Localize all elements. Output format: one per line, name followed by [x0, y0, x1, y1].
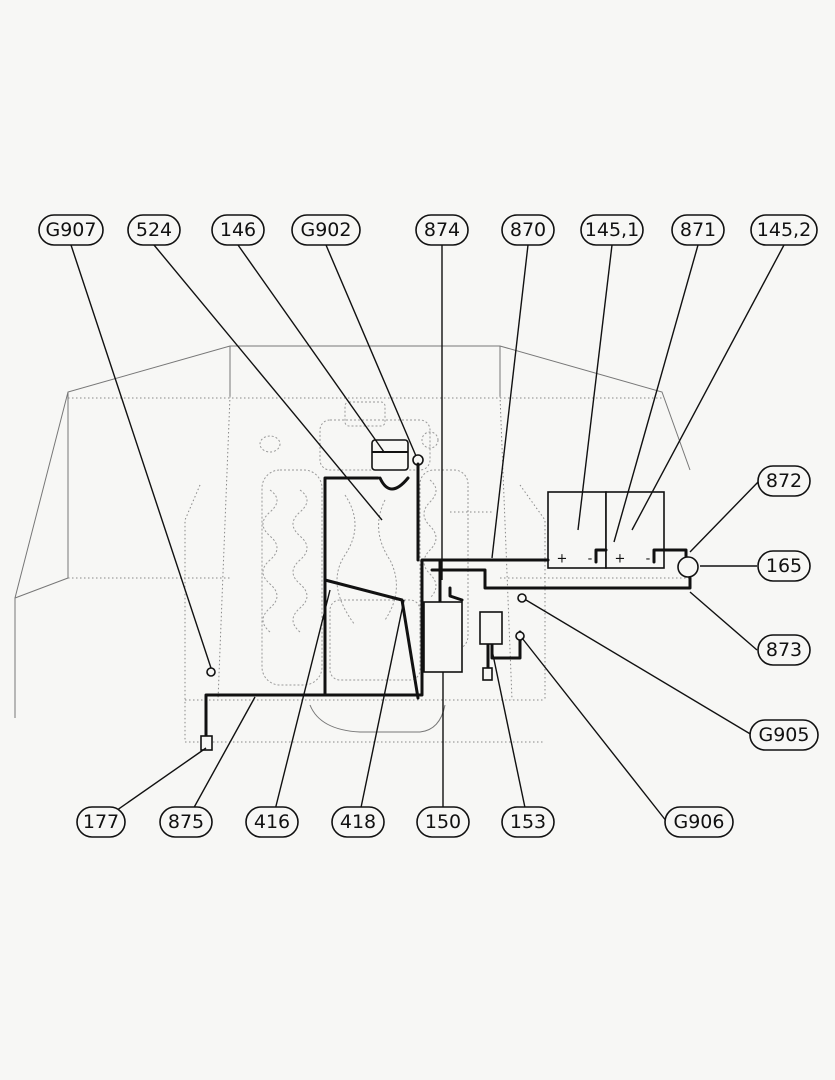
callout-177: 177: [76, 806, 126, 838]
callout-145-1: 145,1: [580, 214, 644, 246]
svg-text:875: 875: [168, 811, 204, 833]
svg-text:145,1: 145,1: [585, 219, 639, 241]
svg-text:524: 524: [136, 219, 172, 241]
callout-872: 872: [757, 465, 811, 497]
callout-524: 524: [127, 214, 181, 246]
svg-text:416: 416: [254, 811, 290, 833]
svg-text:146: 146: [220, 219, 256, 241]
callout-G907: G907: [38, 214, 104, 246]
callouts-top: G907 524 146 G902 874 870 145,1 871 145,…: [38, 214, 818, 246]
callout-870: 870: [501, 214, 555, 246]
battery-2-minus: -: [646, 552, 651, 567]
callout-G902: G902: [291, 214, 361, 246]
component-150: [423, 601, 463, 673]
svg-text:150: 150: [425, 811, 461, 833]
vehicle-outline: [14, 345, 691, 743]
callouts-bottom: 177 875 416 418 150 153: [76, 806, 555, 838]
callout-G906: G906: [664, 806, 734, 838]
callout-873: 873: [757, 634, 811, 666]
component-153: [479, 611, 503, 645]
callout-150: 150: [416, 806, 470, 838]
battery-1-minus: -: [588, 552, 593, 567]
ground-point-g907: [206, 667, 216, 677]
ground-point-g905: [517, 593, 527, 603]
callout-871: 871: [671, 214, 725, 246]
svg-text:418: 418: [340, 811, 376, 833]
svg-text:G907: G907: [46, 219, 97, 241]
svg-text:870: 870: [510, 219, 546, 241]
svg-text:165: 165: [766, 555, 802, 577]
callouts-right: 872 165 873 G905 G906: [664, 465, 819, 838]
svg-text:177: 177: [83, 811, 119, 833]
component-parts: [200, 556, 699, 751]
callout-145-2: 145,2: [750, 214, 818, 246]
svg-text:G906: G906: [674, 811, 725, 833]
svg-text:873: 873: [766, 639, 802, 661]
callout-G905: G905: [749, 719, 819, 751]
callout-165: 165: [757, 550, 811, 582]
component-177: [200, 735, 213, 751]
svg-text:G905: G905: [759, 724, 810, 746]
callout-416: 416: [245, 806, 299, 838]
callout-875: 875: [159, 806, 213, 838]
component-165: [677, 556, 699, 578]
callout-153: 153: [501, 806, 555, 838]
svg-text:872: 872: [766, 470, 802, 492]
callout-874: 874: [415, 214, 469, 246]
callout-418: 418: [331, 806, 385, 838]
component-146-box: [371, 439, 424, 471]
battery-1-plus: +: [557, 552, 568, 567]
leader-lines: [70, 244, 785, 823]
battery-2-plus: +: [615, 552, 626, 567]
svg-text:153: 153: [510, 811, 546, 833]
callout-146: 146: [211, 214, 265, 246]
component-153-fuse: [482, 667, 493, 681]
svg-text:874: 874: [424, 219, 460, 241]
svg-text:145,2: 145,2: [757, 219, 811, 241]
svg-text:871: 871: [680, 219, 716, 241]
svg-text:G902: G902: [301, 219, 352, 241]
